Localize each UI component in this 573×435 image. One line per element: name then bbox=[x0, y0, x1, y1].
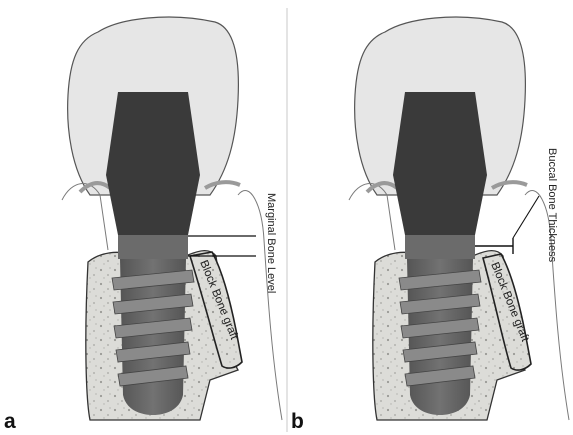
panel-letter-a: a bbox=[4, 410, 16, 433]
implant-collar bbox=[405, 235, 475, 259]
panel-a: Marginal Bone Level Block Bone graft a bbox=[4, 17, 282, 433]
panel-letter-b: b bbox=[291, 410, 304, 433]
implant-collar bbox=[118, 235, 188, 259]
abutment bbox=[106, 92, 200, 235]
buccal-bone-thickness-label: Buccal Bone Thickness bbox=[546, 148, 558, 263]
marginal-bone-level-label: Marginal Bone Level bbox=[265, 193, 277, 293]
abutment bbox=[393, 92, 487, 235]
panel-b: Buccal Bone Thickness Block Bone graft b bbox=[291, 17, 569, 433]
buccal-thickness-leader bbox=[513, 196, 539, 238]
